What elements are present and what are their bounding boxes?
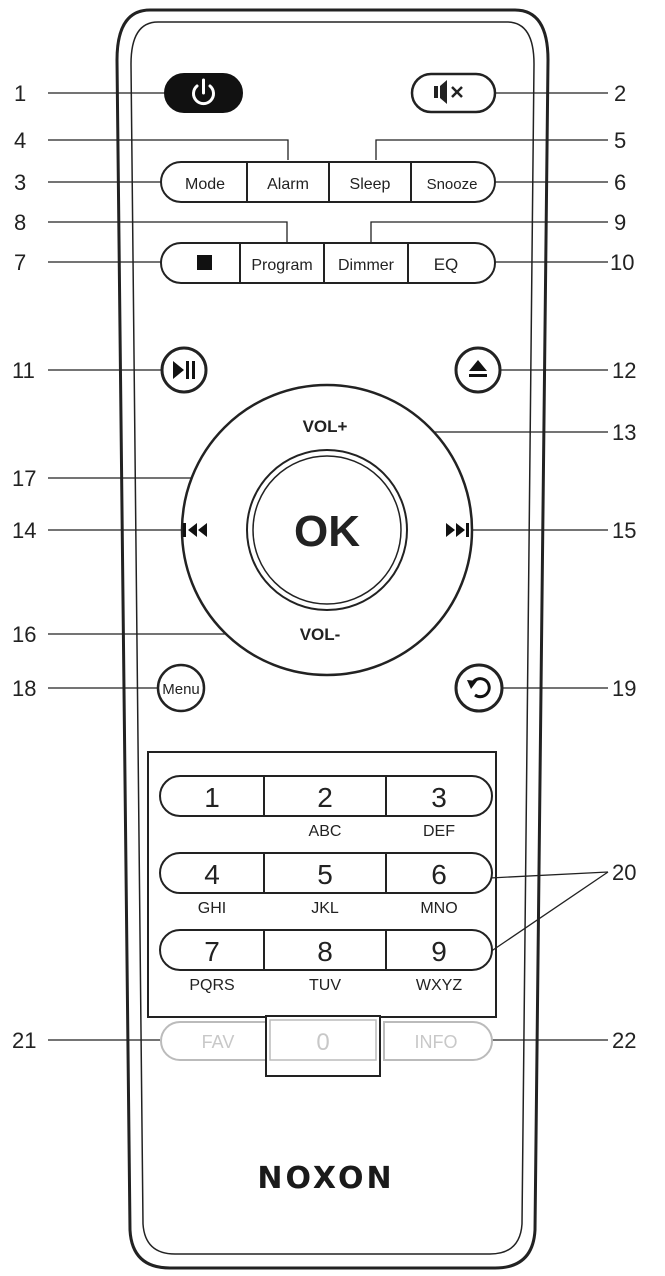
digit-4-letters: GHI [198,900,226,917]
stop-icon [197,255,212,270]
digit-7-button[interactable] [159,929,265,971]
callout-16: 16 [12,622,36,647]
eq-label: EQ [434,255,459,274]
dimmer-button[interactable] [323,242,409,284]
digit-4-label: 4 [204,859,220,890]
snooze-button[interactable] [410,161,496,203]
digit-7-letters: PQRS [189,977,234,994]
digit-2-letters: ABC [309,823,342,840]
callout-6: 6 [614,170,626,195]
skip-forward-icon [446,523,469,537]
function-row-1: Mode Alarm Sleep Snooze [160,161,496,203]
callout-10: 10 [610,250,634,275]
digit-9-letters: WXYZ [416,977,462,994]
callout-5: 5 [614,128,626,153]
mute-button[interactable] [410,72,497,114]
back-button[interactable] [454,663,504,713]
menu-label: Menu [162,681,200,698]
digit-3-label: 3 [431,782,447,813]
callout-numbers: 1 2 4 5 3 6 8 9 7 10 11 12 13 17 14 15 1… [12,81,636,1053]
digit-6-button[interactable] [385,852,493,894]
power-button[interactable] [164,73,243,113]
bottom-row: FAV 0 INFO [160,1015,493,1077]
callout-13: 13 [612,420,636,445]
digit-1-label: 1 [204,782,220,813]
skip-back-button[interactable] [183,523,207,537]
digit-8-letters: TUV [309,977,341,994]
menu-button[interactable]: Menu [156,663,206,713]
callout-1: 1 [14,81,26,106]
digit-6-letters: MNO [420,900,457,917]
callout-3: 3 [14,170,26,195]
digit-5-label: 5 [317,859,333,890]
callout-12: 12 [612,358,636,383]
mute-icon [434,80,463,104]
callout-11: 11 [12,358,35,383]
callout-15: 15 [612,518,636,543]
digit-8-label: 8 [317,936,333,967]
power-icon [192,78,215,106]
digit-7-label: 7 [204,936,220,967]
digit-2-label: 2 [317,782,333,813]
remote-body [115,8,550,1270]
leader-lines [48,92,609,1041]
digit-6-label: 6 [431,859,447,890]
program-button[interactable] [239,242,325,284]
info-label: INFO [415,1032,458,1052]
callout-7: 7 [14,250,26,275]
callout-22: 22 [612,1028,636,1053]
mode-label: Mode [185,176,225,193]
callout-18: 18 [12,676,36,701]
eject-button[interactable] [454,346,502,394]
skip-back-icon [183,523,207,537]
callout-20: 20 [612,860,636,885]
callout-2: 2 [614,81,626,106]
info-button[interactable] [383,1021,493,1061]
ok-button[interactable] [246,449,408,611]
callout-21: 21 [12,1028,36,1053]
function-row-2: Program Dimmer EQ [160,242,496,284]
callout-4: 4 [14,128,26,153]
navigation-ring: OK VOL+ VOL- [180,383,474,677]
vol-up-button[interactable]: VOL+ [303,417,348,436]
mode-button[interactable] [160,161,248,203]
digit-5-letters: JKL [311,900,339,917]
digit-3-letters: DEF [423,823,455,840]
callout-14: 14 [12,518,36,543]
callout-9: 9 [614,210,626,235]
eq-button[interactable] [407,242,496,284]
play-pause-icon [173,361,195,379]
program-label: Program [251,257,312,274]
sleep-label: Sleep [350,176,391,193]
vol-down-button[interactable]: VOL- [300,625,341,644]
dimmer-label: Dimmer [338,257,395,274]
digit-9-button[interactable] [385,929,493,971]
fav-button[interactable] [160,1021,267,1061]
back-icon [467,677,491,699]
ok-label: OK [294,507,360,556]
callout-8: 8 [14,210,26,235]
digit-9-label: 9 [431,936,447,967]
sleep-button[interactable] [328,161,412,203]
eject-icon [469,360,487,377]
callout-17: 17 [12,466,36,491]
digit-3-button[interactable] [385,775,493,817]
brand-logo: NOXON [257,1161,394,1196]
digit-4-button[interactable] [159,852,265,894]
zero-label: 0 [316,1029,329,1056]
alarm-button[interactable] [246,161,330,203]
play-pause-button[interactable] [160,346,208,394]
snooze-label: Snooze [427,176,478,193]
callout-19: 19 [612,676,636,701]
digit-1-button[interactable] [159,775,265,817]
fav-label: FAV [202,1032,235,1052]
alarm-label: Alarm [267,176,309,193]
skip-forward-button[interactable] [446,523,469,537]
